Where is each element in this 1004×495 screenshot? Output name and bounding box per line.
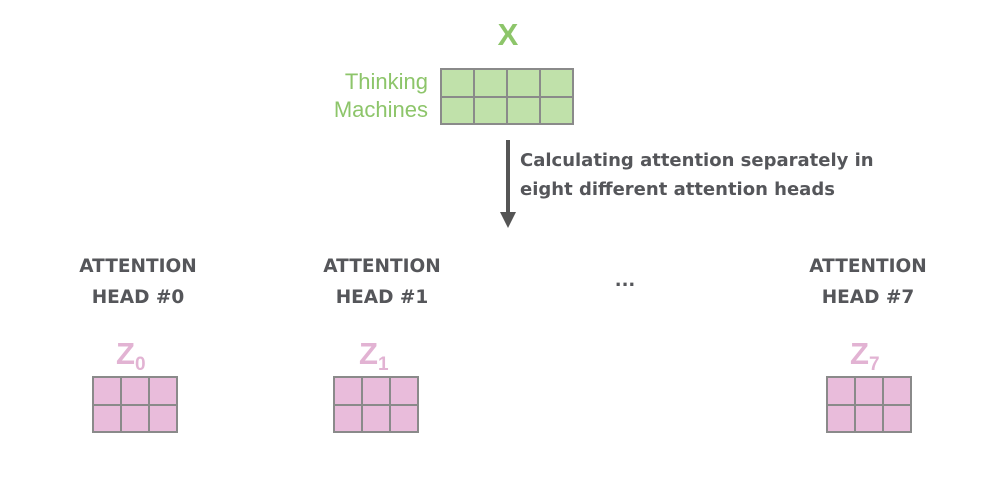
z7-label: Z7 — [850, 336, 880, 375]
matrix-cell — [362, 377, 390, 405]
head-label-line-1: ATTENTION — [79, 256, 197, 277]
ellipsis: ... — [614, 270, 636, 291]
z1-output-matrix — [333, 376, 419, 433]
head-label-line-2: HEAD #0 — [91, 287, 185, 308]
input-matrix-title: X — [497, 17, 519, 52]
matrix-cell — [93, 377, 121, 405]
matrix-cell — [93, 404, 121, 432]
z1-label: Z1 — [359, 336, 389, 375]
word-label-thinking: Thinking — [344, 69, 428, 94]
matrix-cell — [827, 404, 855, 432]
matrix-cell — [883, 404, 911, 432]
matrix-cell — [540, 96, 573, 124]
matrix-cell — [149, 404, 177, 432]
input-embedding-matrix — [440, 68, 574, 125]
matrix-cell — [441, 69, 474, 97]
process-caption: Calculating attention separately in eigh… — [520, 146, 960, 204]
matrix-cell — [149, 377, 177, 405]
z0-output-matrix — [92, 376, 178, 433]
matrix-cell — [121, 377, 149, 405]
attention-head-1-label: ATTENTION HEAD #1 — [292, 251, 472, 313]
head-label-line-1: ATTENTION — [809, 256, 927, 277]
caption-line-1: Calculating attention separately in — [520, 150, 874, 171]
word-label-machines: Machines — [333, 97, 428, 122]
matrix-cell — [855, 404, 883, 432]
matrix-cell — [855, 377, 883, 405]
head-label-line-1: ATTENTION — [323, 256, 441, 277]
matrix-cell — [474, 96, 507, 124]
z7-output-matrix — [826, 376, 912, 433]
head-label-line-2: HEAD #7 — [821, 287, 915, 308]
matrix-cell — [334, 404, 362, 432]
matrix-cell — [390, 377, 418, 405]
matrix-cell — [827, 377, 855, 405]
matrix-cell — [121, 404, 149, 432]
caption-line-2: eight different attention heads — [520, 179, 835, 200]
matrix-cell — [507, 69, 540, 97]
z0-label: Z0 — [116, 336, 146, 375]
matrix-cell — [362, 404, 390, 432]
attention-head-0-label: ATTENTION HEAD #0 — [48, 251, 228, 313]
head-label-line-2: HEAD #1 — [335, 287, 429, 308]
down-arrow-icon — [500, 140, 516, 228]
attention-head-7-label: ATTENTION HEAD #7 — [778, 251, 958, 313]
matrix-cell — [883, 377, 911, 405]
matrix-cell — [507, 96, 540, 124]
matrix-cell — [474, 69, 507, 97]
matrix-cell — [540, 69, 573, 97]
matrix-cell — [441, 96, 474, 124]
matrix-cell — [390, 404, 418, 432]
matrix-cell — [334, 377, 362, 405]
